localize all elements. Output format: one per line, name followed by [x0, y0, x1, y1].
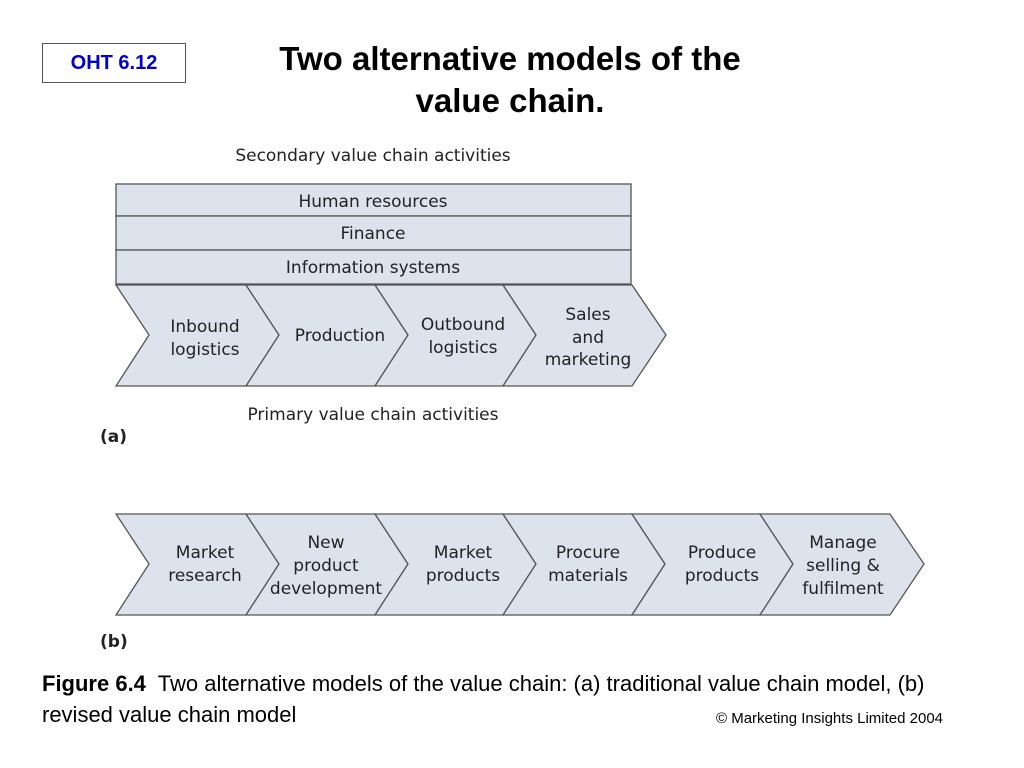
figure-caption: Figure 6.4 Two alternative models of the…: [42, 668, 972, 730]
revised-text-market-research-line1: Market: [176, 543, 235, 563]
slide-label: OHT 6.12: [42, 43, 186, 83]
title-line-1: Two alternative models of the: [279, 40, 741, 77]
revised-text-market-research-line2: research: [168, 566, 242, 586]
part-a-label: (a): [100, 427, 127, 447]
copyright-notice: © Marketing Insights Limited 2004: [716, 710, 943, 727]
primary-text-sales-line3: marketing: [545, 350, 632, 370]
revised-chevron-market-research: [114, 513, 280, 616]
revised-text-procure-line1: Procure: [556, 543, 620, 563]
primary-text-inbound-line1: Inbound: [170, 317, 239, 337]
revised-text-manage-line1: Manage: [809, 533, 877, 553]
revised-chevron-manage-selling: [758, 513, 925, 616]
slide-title: Two alternative models of the value chai…: [230, 38, 790, 122]
primary-text-sales-line1: Sales: [565, 305, 610, 325]
revised-text-npd-line3: development: [270, 579, 382, 599]
title-line-2: value chain.: [415, 82, 605, 119]
revised-text-procure-line2: materials: [548, 566, 628, 586]
value-chain-diagram: Secondary value chain activities Human r…: [100, 146, 925, 652]
figure-number: Figure 6.4: [42, 671, 146, 696]
revised-text-manage-line3: fulfilment: [802, 579, 884, 599]
secondary-bar-human-resources: [115, 183, 632, 217]
revised-text-npd-line2: product: [293, 556, 359, 576]
primary-text-outbound-line1: Outbound: [421, 315, 505, 335]
revised-text-produce-line1: Produce: [688, 543, 756, 563]
primary-activities-label: Primary value chain activities: [247, 405, 498, 425]
revised-text-manage-line2: selling &: [806, 556, 880, 576]
figure-caption-text: Two alternative models of the value chai…: [42, 671, 925, 727]
secondary-label-information-systems: Information systems: [286, 258, 460, 278]
part-b-label: (b): [100, 632, 128, 652]
primary-chevron-sales-marketing: [501, 284, 667, 387]
revised-text-npd-line1: New: [307, 533, 344, 553]
revised-text-market-products-line2: products: [426, 566, 500, 586]
revised-text-produce-line2: products: [685, 566, 759, 586]
primary-text-inbound-line2: logistics: [170, 340, 239, 360]
secondary-bar-information-systems: [115, 249, 632, 285]
secondary-label-finance: Finance: [340, 224, 405, 244]
secondary-activities-label: Secondary value chain activities: [235, 146, 510, 166]
primary-text-sales-line2: and: [572, 328, 604, 348]
primary-text-outbound-line2: logistics: [428, 338, 497, 358]
revised-text-market-products-line1: Market: [434, 543, 493, 563]
primary-text-production: Production: [295, 326, 385, 346]
secondary-label-human-resources: Human resources: [298, 192, 447, 212]
